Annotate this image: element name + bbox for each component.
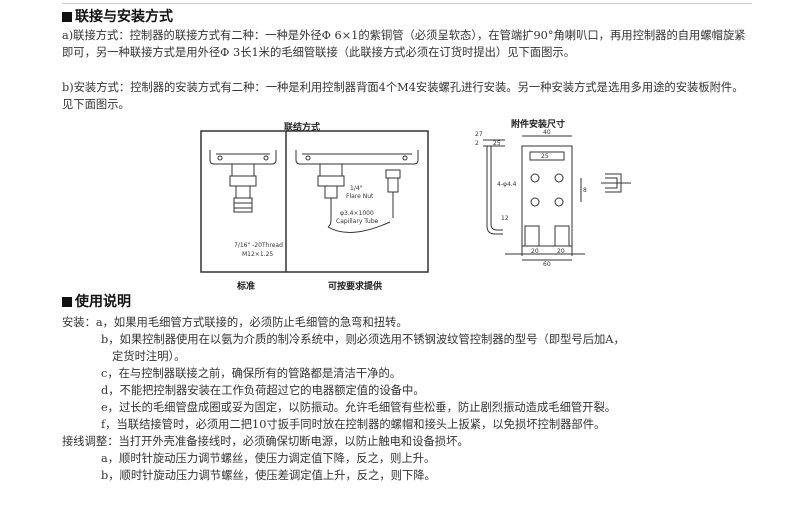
diagram-frame [200,130,429,273]
figure-title-connection: 联结方式 [284,123,321,133]
dim-20a: 20 [531,248,539,255]
figure-title-accessory: 附件安装尺寸 [511,120,566,130]
usage-line-2: b，如果控制器使用在以氨为介质的制冷系统中，则必须选用不锈钢波纹管控制器的型号（… [101,333,625,346]
square-bullet-icon [62,297,72,307]
cap-tube-label-2: Capillary Tube [336,218,379,225]
dim-40: 40 [543,129,551,136]
section-title-text: 使用说明 [75,294,131,310]
paragraph-installation: b)安装方式：控制器的安装方式有二种：一种是利用控制器背面4个M4安装螺孔进行安… [62,81,744,111]
usage-line-4: c，在与控制器联接之前，确保所有的管路都是清洁干净的。 [101,367,402,380]
section-title-connection: 联接与安装方式 [62,6,173,26]
cap-tube-label-1: φ3.4×1000 [340,210,374,217]
label-optional: 可按要求提供 [328,282,383,292]
section-title-text: 联接与安装方式 [75,9,173,25]
usage-line-3: 定货时注明）。 [112,350,186,363]
usage-line-8: 接线调整：当打开外壳准备接线时，必须确保切断电源，以防止触电和设备损坏。 [62,435,469,448]
bracket-drawing [483,135,631,261]
standard-fitting-drawing [209,150,277,213]
dim-25a: 25 [493,140,501,147]
paragraph-connection: a)联接方式：控制器的联接方式有二种：一种是外径Φ 6×1的紫铜管（必须呈软态）… [62,29,746,59]
flare-label-1: 1/4" [350,185,363,192]
dim-20b: 20 [557,248,565,255]
dim-27: 27 [475,131,483,138]
thread-label-2: M12×1.25 [242,251,273,258]
top-divider [62,3,752,4]
square-bullet-icon [62,12,72,22]
usage-line-9: a，顺时针旋动压力调节螺丝，使压力调定值下降，反之，则上升。 [101,452,436,465]
dim-25b: 25 [541,153,549,160]
dim-12: 12 [501,215,509,222]
connection-diagram: 7/16" -20Thread M12×1.25 1/4" Flare Nut … [200,130,429,273]
usage-line-1: 安装：a，如果用毛细管方式联接的，必须防止毛细管的急弯和扭转。 [62,316,408,329]
capillary-fitting-drawing [295,150,419,233]
accessory-dimension-drawing: 27 2 25 40 25 8 4-φ4.4 12 20 20 60 [475,129,631,266]
dim-8: 8 [583,187,587,194]
usage-line-7: f，当联结接管时，必须用二把10寸扳手同时放在控制器的螺帽和接头上扳紧，以免损坏… [101,418,606,431]
flare-label-2: Flare Nut [346,193,374,200]
thread-label-1: 7/16" -20Thread [234,242,283,249]
section-title-usage: 使用说明 [62,291,131,311]
dim-60: 60 [543,261,551,266]
usage-line-6: e，过长的毛细管盘成圈或妥为固定，以防振动。允许毛细管有些松垂，防止剧烈振动造成… [101,401,617,414]
dim-4-holes: 4-φ4.4 [497,181,517,188]
dim-2: 2 [475,140,479,147]
usage-line-10: b，顺时针旋动压力调节螺丝，使压差调定值上升，反之，则下降。 [101,469,436,482]
usage-line-5: d，不能把控制器安装在工作负荷超过它的电器额定值的设备中。 [101,384,425,397]
label-standard: 标准 [237,282,256,292]
